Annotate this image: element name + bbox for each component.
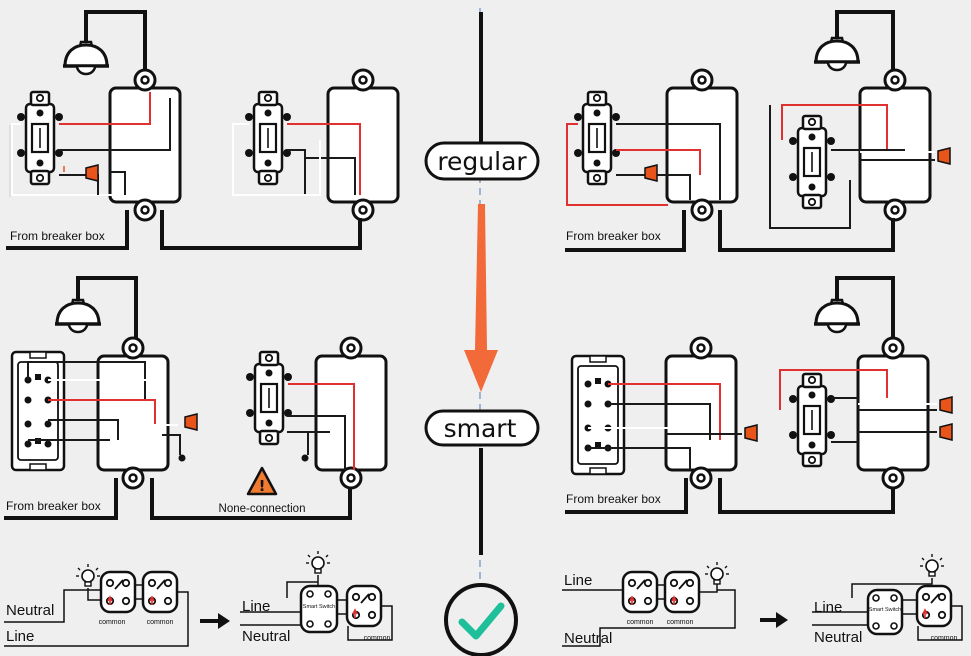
light-switch — [15, 90, 65, 186]
arrow-right-icon — [200, 613, 230, 629]
common-label: common — [364, 635, 391, 642]
common-label: common — [667, 619, 694, 626]
svg-text:!: ! — [259, 477, 266, 495]
junction-box — [665, 68, 739, 222]
switch-symbol — [915, 584, 953, 628]
neutral-label: Neutral — [814, 629, 862, 646]
light-switch — [787, 114, 837, 210]
junction-box — [856, 336, 930, 490]
line-label: Line — [242, 598, 270, 615]
bulb-icon — [305, 550, 331, 574]
schematic-right-smart: Smart Switch Line Neutral common — [812, 553, 963, 646]
neutral-label: Neutral — [6, 602, 54, 619]
smart-switch-symbol: Smart Switch — [299, 584, 339, 634]
smart-diagram-left: From breaker box ! None-connection — [4, 276, 388, 520]
check-icon — [444, 583, 518, 656]
svg-text:Smart Switch: Smart Switch — [303, 604, 335, 610]
junction-box — [96, 336, 170, 490]
junction-box — [858, 68, 932, 222]
common-label: common — [931, 635, 958, 642]
ceiling-lamp-icon — [812, 298, 862, 334]
smart-diagram-right: From breaker box — [565, 276, 953, 514]
light-switch — [244, 350, 294, 446]
switch-symbol — [663, 570, 701, 614]
light-switch — [572, 90, 622, 186]
schematic-right: Line Neutral common common — [562, 561, 736, 647]
switch-symbol — [99, 570, 137, 614]
from-breaker-box-label: From breaker box — [566, 492, 661, 506]
wire-nut-icon — [939, 423, 953, 441]
from-breaker-box-label: From breaker box — [566, 229, 661, 243]
ceiling-lamp-icon — [53, 298, 103, 334]
switch-symbol — [141, 570, 179, 614]
warning-triangle-icon: ! — [246, 466, 278, 496]
wire-nut-icon — [937, 147, 951, 165]
smart-switch-device — [570, 354, 626, 476]
neutral-label: Neutral — [242, 628, 290, 645]
wire-nut-icon — [939, 396, 953, 414]
svg-text:smart: smart — [444, 414, 517, 443]
common-label: common — [627, 619, 654, 626]
ceiling-lamp-icon — [61, 40, 111, 76]
smart-pill: smart — [424, 409, 540, 447]
wire-nut-icon — [744, 424, 758, 442]
neutral-label: Neutral — [564, 630, 612, 647]
common-label: common — [147, 619, 174, 626]
wire-nut-icon — [85, 164, 99, 182]
regular-diagram-left: From breaker box — [6, 10, 400, 250]
svg-text:Smart Switch: Smart Switch — [869, 607, 901, 613]
regular-pill: regular — [424, 141, 540, 181]
wire-nut-icon — [184, 413, 198, 431]
switch-symbol — [621, 570, 659, 614]
line-label: Line — [564, 572, 592, 589]
junction-box — [326, 68, 400, 222]
line-label: Line — [6, 628, 34, 645]
none-connection-label: None-connection — [219, 503, 306, 515]
light-switch — [243, 90, 293, 186]
regular-diagram-right: From breaker box — [565, 10, 951, 252]
ceiling-lamp-icon — [812, 36, 862, 72]
bulb-icon — [919, 553, 945, 577]
smart-switch-device — [10, 350, 66, 472]
smart-switch-symbol: Smart Switch — [866, 588, 904, 636]
bulb-icon — [75, 563, 101, 587]
bulb-icon — [704, 561, 730, 585]
from-breaker-box-label: From breaker box — [10, 229, 105, 243]
schematic-left-smart: Smart Switch Line Neutral common — [240, 550, 393, 645]
schematic-left: Neutral Line common common — [4, 563, 189, 647]
light-switch — [787, 372, 837, 468]
from-breaker-box-label: From breaker box — [6, 499, 101, 513]
down-arrow-icon — [464, 204, 498, 392]
arrow-right-icon — [760, 612, 788, 628]
switch-symbol — [345, 584, 383, 628]
junction-box — [314, 336, 388, 490]
junction-box — [664, 336, 738, 490]
svg-text:regular: regular — [437, 147, 527, 176]
line-label: Line — [814, 599, 842, 616]
common-label: common — [99, 619, 126, 626]
wire-nut-icon — [644, 164, 658, 182]
